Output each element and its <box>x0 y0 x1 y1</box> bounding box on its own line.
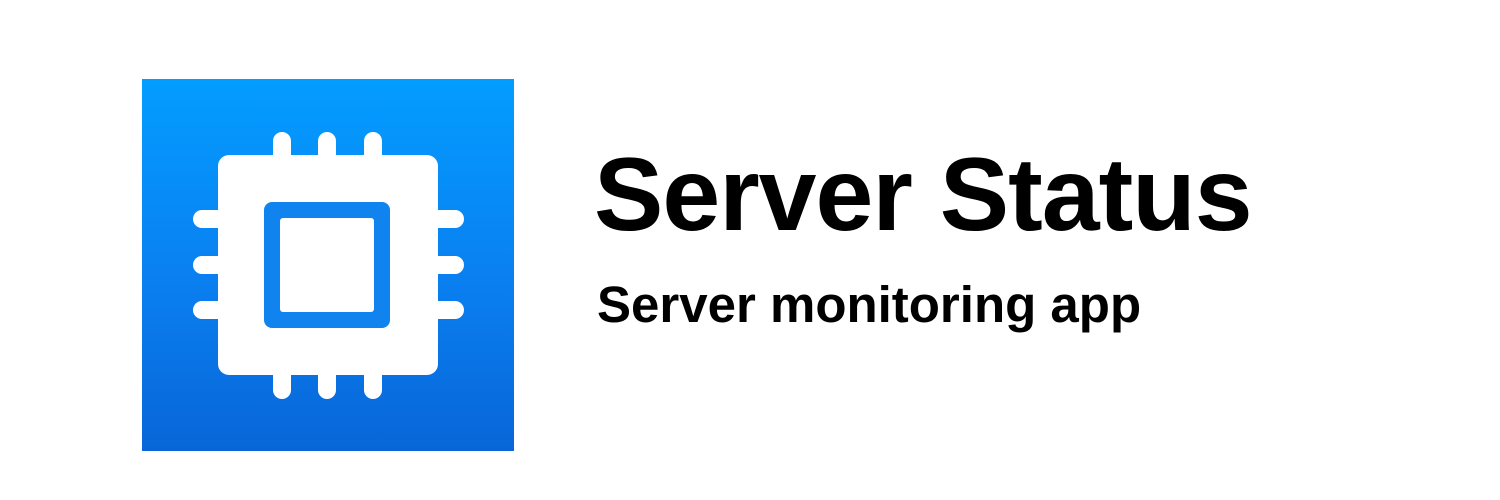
cpu-chip-icon <box>193 132 464 399</box>
app-icon <box>142 79 514 451</box>
app-subtitle: Server monitoring app <box>597 276 1142 333</box>
app-title: Server Status <box>594 137 1253 253</box>
